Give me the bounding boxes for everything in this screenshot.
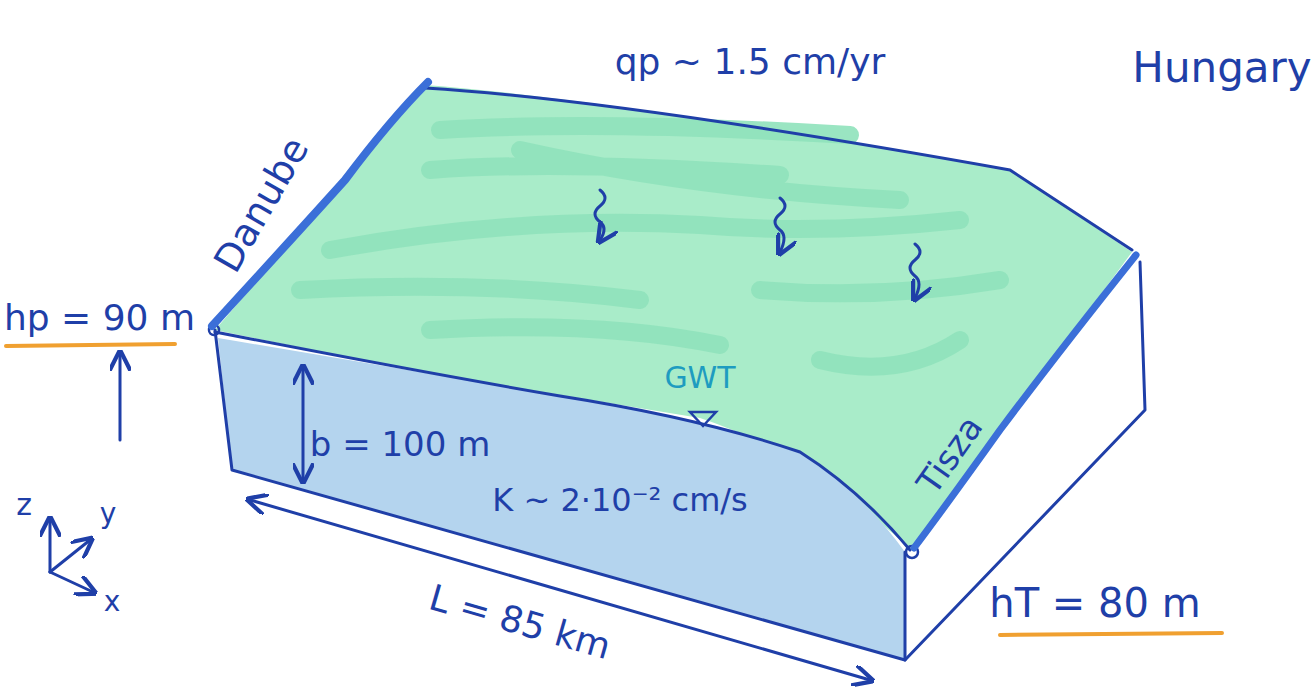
recharge-arrow (595, 190, 605, 240)
block-edge (425, 88, 1132, 250)
thickness-value: b = 100 m (310, 425, 491, 464)
thickness-arrow (302, 368, 305, 480)
block-edge (215, 330, 905, 660)
head-value: hT = 80 m (989, 580, 1200, 626)
recharge-arrow (775, 198, 785, 252)
recharge-rate: qp ~ 1.5 cm/yr (615, 41, 886, 82)
highlight-underline (6, 344, 175, 346)
length-value: L = 85 km (425, 576, 615, 667)
head-arrow (119, 354, 122, 440)
vegetation-scribbles (300, 126, 1000, 367)
tisza-river (914, 255, 1136, 548)
water-table-label: GWT (664, 361, 735, 396)
axis-label: z (16, 488, 32, 523)
axis-label: y (100, 498, 117, 530)
axis-arrow (49, 520, 52, 572)
axis-label: x (104, 586, 121, 618)
highlight-underline (1000, 633, 1222, 635)
water-table-symbol (690, 412, 716, 426)
length-arrow (250, 500, 870, 680)
country-name: Hungary (1132, 44, 1311, 92)
head-value: hp = 90 m (4, 297, 195, 338)
axis-arrow (50, 540, 90, 572)
axis-arrow (50, 572, 93, 592)
water-table-line (215, 332, 910, 550)
conductivity-value: K ~ 2·10⁻² cm/s (492, 482, 748, 519)
recharge-arrow (910, 244, 920, 298)
